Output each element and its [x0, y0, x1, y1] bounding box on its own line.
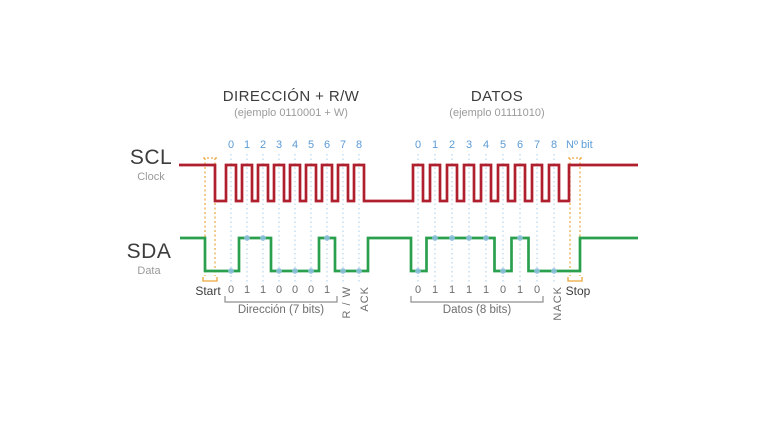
sda-sample-dot [356, 268, 362, 274]
data-bit-value: 1 [448, 284, 456, 296]
data-bit-number: 4 [482, 139, 490, 151]
address-bit-value: 0 [227, 284, 235, 296]
data-bits-bracket [410, 296, 544, 303]
address-bit-number: 3 [275, 139, 283, 151]
data-bracket-label: Datos (8 bits) [442, 304, 512, 316]
data-bit-value: 1 [465, 284, 473, 296]
address-bit-number: 1 [243, 139, 251, 151]
data-bit-number: 7 [533, 139, 541, 151]
data-bit-number: 6 [516, 139, 524, 151]
data-bit-value: 0 [499, 284, 507, 296]
data-title: DATOS [470, 88, 524, 105]
data-bit-value: 1 [431, 284, 439, 296]
sda-sample-dot [308, 268, 314, 274]
address-bit-number: 0 [227, 139, 235, 151]
data-bit-number: 3 [465, 139, 473, 151]
sda-sample-dot [292, 268, 298, 274]
start-marker-label: Start [195, 284, 221, 298]
address-bit-value: 0 [291, 284, 299, 296]
address-bit-value: 1 [323, 284, 331, 296]
sda-sample-dot [244, 235, 250, 241]
data-bit-number: 1 [431, 139, 439, 151]
sda-sample-dot [228, 268, 234, 274]
sda-caption: Data [137, 265, 161, 277]
data-bit-number: 5 [499, 139, 507, 151]
sda-sample-dot [483, 235, 489, 241]
sda-sample-dot [432, 235, 438, 241]
sda-sample-dot [534, 268, 540, 274]
address-bit-number: 7 [339, 139, 347, 151]
scl-signal-label: SCL Clock [120, 146, 182, 183]
sda-sample-dot [276, 268, 282, 274]
address-title: DIRECCIÓN + R/W [222, 88, 360, 105]
address-bit-value: 0 [275, 284, 283, 296]
start-stop-bracket [202, 277, 218, 282]
stop-marker-label: Stop [565, 284, 591, 298]
scl-waveform [179, 163, 638, 203]
data-bit-number: 2 [448, 139, 456, 151]
data-bit-number: 8 [550, 139, 558, 151]
sda-sample-dot [324, 235, 330, 241]
ack-bit-label: ACK [359, 286, 371, 312]
scl-name: SCL [129, 146, 173, 169]
data-subtitle: (ejemplo 01111010) [449, 107, 545, 119]
address-bracket-label: Dirección (7 bits) [237, 304, 325, 316]
sda-sample-dot [466, 235, 472, 241]
address-bit-number: 6 [323, 139, 331, 151]
sda-sample-dot [551, 268, 557, 274]
address-section-header: DIRECCIÓN + R/W (ejemplo 0110001 + W) [223, 88, 359, 119]
data-bit-value: 0 [414, 284, 422, 296]
sda-sample-dot [500, 268, 506, 274]
sda-name: SDA [126, 240, 172, 263]
data-section-header: DATOS (ejemplo 01111010) [449, 88, 544, 119]
sda-signal-label: SDA Data [118, 240, 180, 277]
address-bit-number: 5 [307, 139, 315, 151]
sda-sample-dot [449, 235, 455, 241]
data-bit-value: 1 [516, 284, 524, 296]
address-bit-number: 2 [259, 139, 267, 151]
address-bit-number: 4 [291, 139, 299, 151]
start-stop-bracket [567, 277, 583, 282]
sda-sample-dot [415, 268, 421, 274]
address-bit-value: 1 [243, 284, 251, 296]
nack-bit-label: NACK [552, 286, 564, 321]
scl-caption: Clock [137, 171, 165, 183]
data-bit-value: 1 [482, 284, 490, 296]
data-bit-value: 0 [533, 284, 541, 296]
address-subtitle: (ejemplo 0110001 + W) [234, 107, 348, 119]
sda-waveform [180, 236, 638, 273]
sda-sample-dot [517, 235, 523, 241]
data-bit-number: 0 [414, 139, 422, 151]
address-bit-value: 1 [259, 284, 267, 296]
address-bit-value: 0 [307, 284, 315, 296]
sda-sample-dot [260, 235, 266, 241]
bit-axis-caption: Nº bit [566, 139, 593, 151]
address-bits-bracket [224, 296, 338, 303]
rw-bit-label: R / W [341, 286, 353, 319]
address-bit-number: 8 [355, 139, 363, 151]
sda-sample-dot [340, 268, 346, 274]
